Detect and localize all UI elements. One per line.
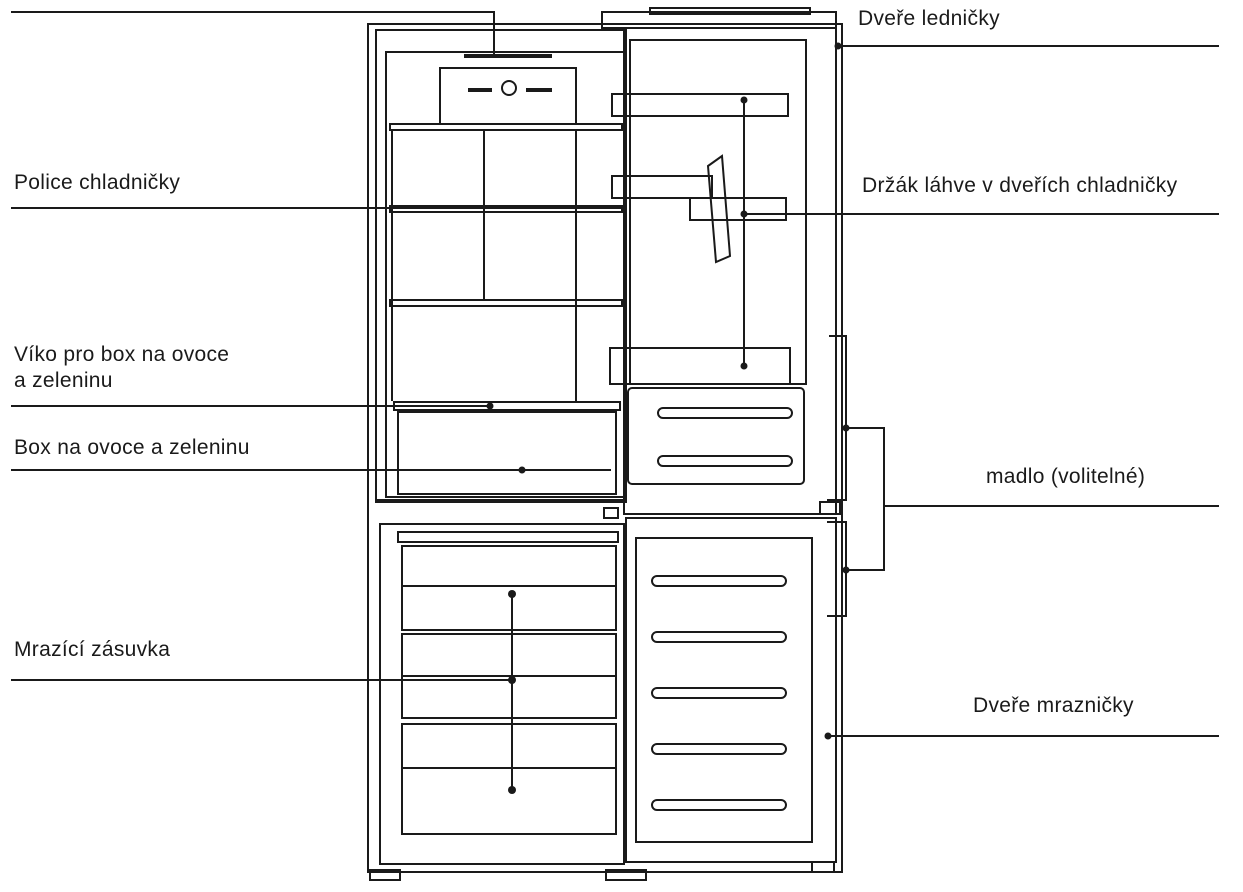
- fan-cover: [439, 67, 577, 125]
- label-freezer-drawer: Mrazící zásuvka: [14, 638, 171, 661]
- leader-lines: [11, 11, 1219, 791]
- label-bottle-holder: Držák láhve v dveřích chladničky: [862, 174, 1178, 197]
- label-fridge-shelf: Police chladničky: [14, 171, 181, 194]
- leader-dots: [486, 42, 850, 794]
- label-crisper-box: Box na ovoce a zeleninu: [14, 436, 250, 459]
- crisper-box: [397, 411, 617, 495]
- fridge-door: [609, 27, 847, 515]
- label-crisper-lid-line2: a zeleninu: [14, 369, 113, 392]
- fridge-handle: [827, 335, 847, 501]
- cabinet-body: [367, 7, 843, 881]
- bottle-rail: [706, 154, 732, 264]
- fridge-shelves: [389, 123, 623, 401]
- freezer-drawer-1: [401, 545, 617, 631]
- fridge-interior: [385, 51, 625, 498]
- door-bin-2: [609, 347, 791, 385]
- label-crisper-lid-line1: Víko pro box na ovoce: [14, 343, 230, 366]
- label-handle: madlo (volitelné): [986, 465, 1146, 488]
- freezer-drawer-3: [401, 723, 617, 835]
- label-freezer-door: Dveře mrazničky: [973, 694, 1134, 717]
- freezer-compartment: [375, 501, 627, 865]
- freezer-door: [603, 507, 847, 863]
- label-fridge-door: Dveře ledničky: [858, 7, 1000, 30]
- door-bin-1: [611, 93, 789, 117]
- bottle-holder: [689, 197, 787, 221]
